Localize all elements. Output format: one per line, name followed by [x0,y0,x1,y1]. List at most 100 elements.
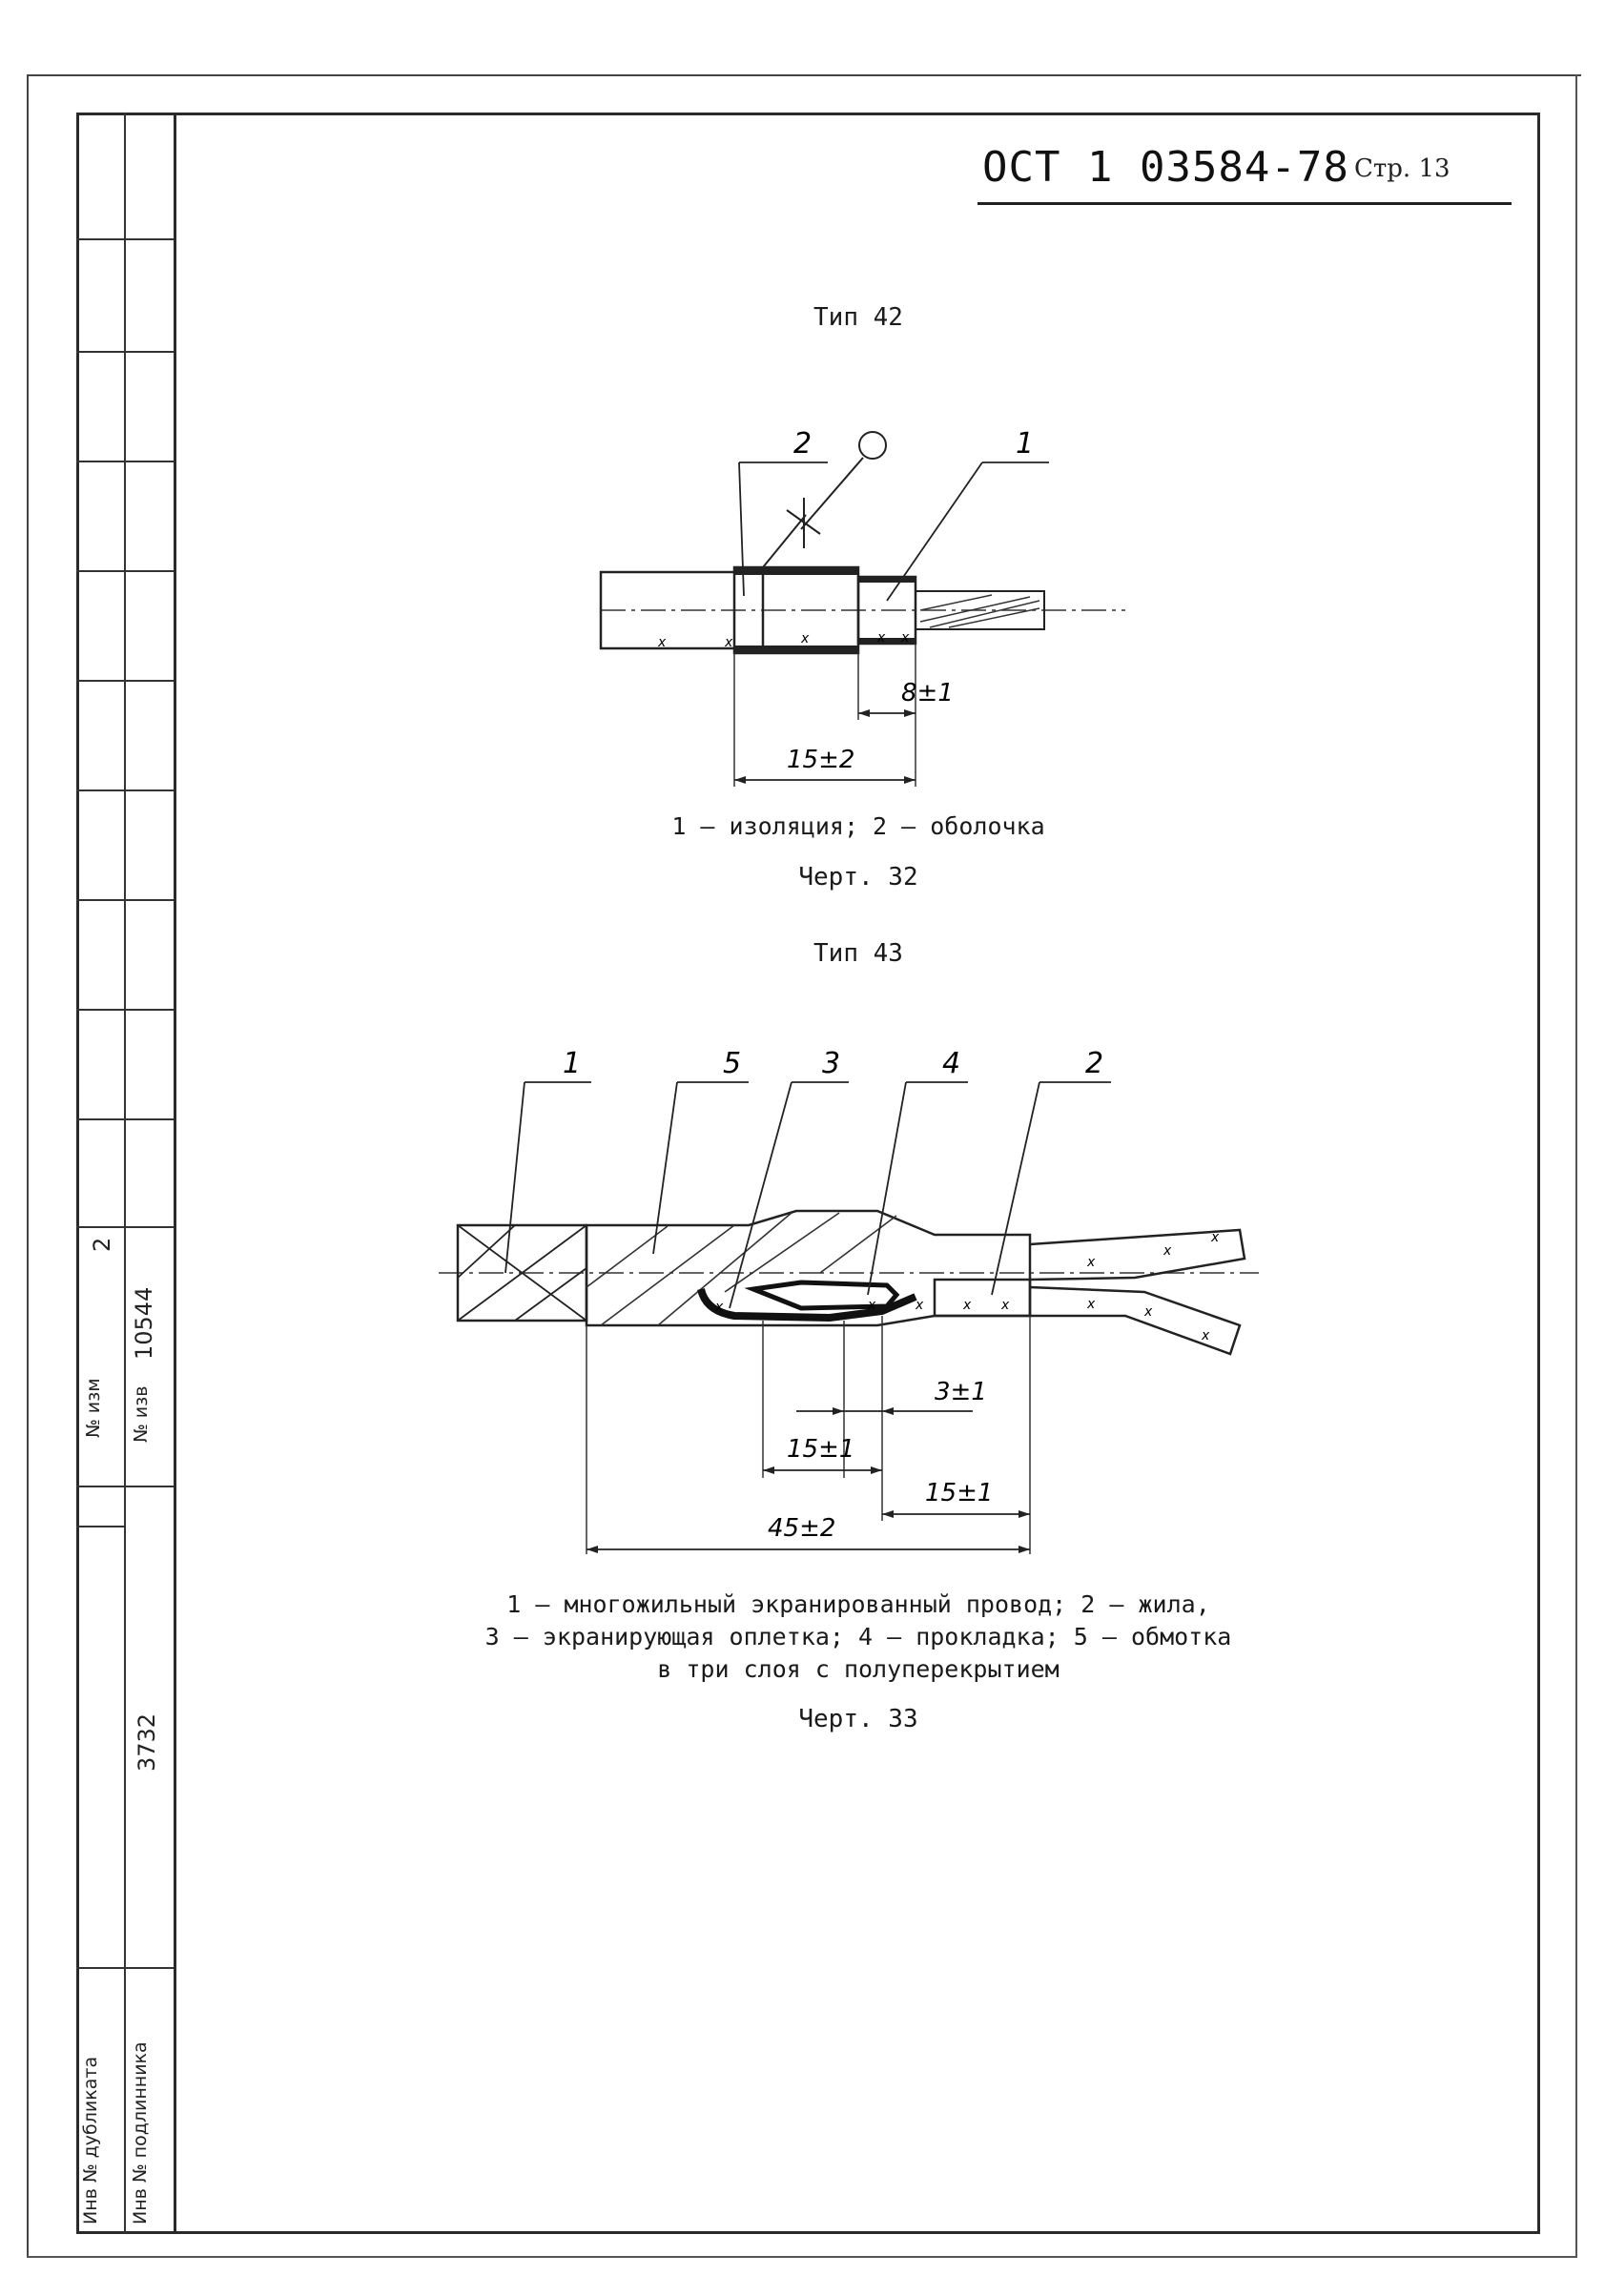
standard-code: ОСТ 1 03584-78 [982,143,1349,192]
callout-4: 4 [942,1047,960,1080]
dim-arrow [833,1407,844,1415]
sheet-border-bottom [27,2256,1577,2258]
cable-hatch [514,1267,587,1322]
conductor [915,590,1045,630]
dim-arrow [904,776,916,784]
callout-3: 3 [822,1047,840,1080]
conductor-strand [919,594,993,611]
solder-circle [858,431,887,460]
insulation-bottom-band [858,638,916,644]
callout-1-leader [504,1081,525,1274]
stamp-row-line [76,789,174,791]
dublikat-label: Инв № дубликата [80,2056,101,2224]
conductor-strand [929,600,1040,628]
stamp-row-line [76,1967,174,1969]
pad [744,1280,900,1311]
header-rule [977,202,1512,205]
stamp-row-line [76,461,174,462]
wire-lower [1029,1285,1242,1356]
wrap-hatch [657,1212,792,1326]
fig32-type-label: Тип 42 [813,303,903,332]
x-mark: x [714,1300,724,1315]
sheet-border-right [1575,74,1577,2258]
insulation-top-band [858,577,916,583]
fig33-drawing: x x x x x x x x x x x 1 5 3 4 2 3±1 15±1… [439,1047,1259,1554]
fig33-caption-line-1: 1 – многожильный экранированный провод; … [506,1590,1210,1618]
x-mark: x [962,1298,972,1313]
callout-4-leader [867,1081,907,1296]
callout-1: 1 [563,1047,581,1080]
callout-3-leader [729,1081,792,1309]
core [933,1278,1032,1318]
dim-arrow [882,1407,894,1415]
dim-arrow [763,1466,774,1474]
callout-2-leader [738,461,745,597]
cable-hatch [457,1224,587,1322]
x-mark: x [1201,1328,1210,1343]
stamp-divider [124,113,126,2234]
callout-5: 5 [723,1047,741,1080]
stamp-row-line [76,680,174,682]
dim-arrow [871,1466,882,1474]
dim-45: 45±2 [768,1514,835,1543]
x-mark: x [915,1298,924,1313]
dim-arrow [882,1510,894,1518]
left-stamp-column: № изм 2 № изв 10544 3732 Инв № дубликата… [76,113,176,2234]
dim-15-right: 15±1 [925,1479,993,1507]
stamp-row-line [76,1226,174,1228]
conductor-strand [948,607,1040,628]
wrap-hatch [819,1215,897,1274]
fig32-caption: 1 – изоляция; 2 – оболочка [671,812,1045,840]
callout-5-leader [652,1081,678,1255]
fig33-type-label: Тип 43 [813,939,903,968]
dim-15: 15±2 [787,746,854,774]
stamp-row-line [76,351,174,353]
dim-3: 3±1 [935,1378,987,1406]
izm-label: № изм [83,1378,104,1438]
sheath-top-band [734,567,858,575]
dim-arrow [858,709,870,717]
x-mark: x [876,630,886,646]
x-mark: x [800,631,810,646]
dim-arrow [1019,1546,1030,1553]
wrap-hatch [724,1212,840,1293]
x-mark: x [1086,1255,1096,1270]
izv-label: № изв [131,1385,152,1443]
fig32-drawing: x x x x x 2 1 8±1 15±2 [599,427,1125,787]
x-mark: x [1143,1304,1153,1320]
callout-2: 2 [793,427,812,461]
callout-1: 1 [1016,427,1034,461]
solder-leader [800,457,864,530]
dim-arrow [734,776,746,784]
fig32-label: Черт. 32 [798,863,918,892]
x-mark: x [1000,1298,1010,1313]
dim-15-left: 15±1 [787,1435,854,1464]
fig33-caption-line-2: 3 – экранирующая оплетка; 4 – прокладка;… [484,1623,1232,1650]
x-mark: x [724,635,733,650]
cable-hatch [457,1224,516,1279]
dim-arrow [904,709,916,717]
stamp-row-line [76,238,174,240]
izm-value: 2 [89,1237,115,1252]
wrap-hatch [600,1224,735,1326]
sheath-left [599,570,765,650]
conductor-strand [919,596,1031,623]
solder-leader [762,514,807,568]
x-mark: x [1210,1230,1220,1245]
stamp-row-line [76,570,174,572]
dim-arrow [1019,1510,1030,1518]
izv-value: 10544 [131,1286,157,1360]
page-frame [76,113,1540,2234]
stamp-row-line [76,1009,174,1011]
sheet-border-left [27,74,29,2258]
callout-2: 2 [1085,1047,1103,1080]
stamp-number: 3732 [134,1712,160,1772]
page-number: Стр. 13 [1354,154,1451,183]
wrap-hatch [586,1225,669,1288]
podlinnik-label: Инв № подлинника [130,2041,151,2224]
dim-8: 8±1 [901,679,954,707]
fig33-caption-line-3: в три слоя с полуперекрытием [657,1655,1060,1683]
shield-braid [697,1287,917,1322]
stamp-row-line [76,899,174,901]
x-mark: x [900,630,910,646]
